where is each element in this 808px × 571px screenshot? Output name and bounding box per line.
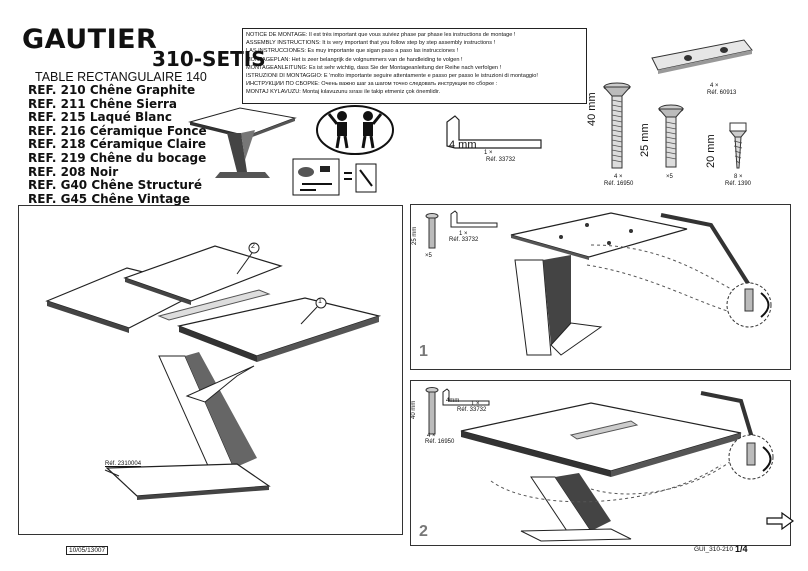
step-2-bolt-icon <box>425 387 439 435</box>
bolt25-dim: 25 mm <box>639 123 651 157</box>
step1-key-qty: 1 × <box>459 231 468 237</box>
model-title: 310-SETIS <box>152 47 266 71</box>
notice-line: MONTAGEPLAN: Het is zeer belangrijk de v… <box>246 56 463 63</box>
step2-key-qty: 1 × <box>471 401 480 407</box>
step1-bolt-dim: 25 mm <box>412 226 418 245</box>
hex-key-ref: Réf. 33732 <box>486 157 516 163</box>
step2-bolt-qty: 4 × <box>427 433 436 439</box>
bolt-25mm-icon <box>657 104 685 168</box>
ref-item: REF. G40 Chêne Structuré <box>28 178 202 193</box>
step1-bolt-qty: ×5 <box>425 253 432 259</box>
hex-key-qty: 1 × <box>484 150 493 156</box>
ref-item: REF. G45 Chêne Vintage <box>28 191 190 206</box>
bolt40-qty: 4 × <box>614 174 623 180</box>
footer-date-box: 10/05/13007 <box>66 546 109 555</box>
table-preview-illustration <box>188 107 297 178</box>
screw20-qty: 8 × <box>734 174 743 180</box>
step1-key-ref: Réf. 33732 <box>449 237 479 243</box>
brand-logo: GAUTIER <box>22 24 158 55</box>
callout-2: 2 <box>251 243 255 250</box>
notice-line: ASSEMBLY INSTRUCTIONS: It is very import… <box>246 40 496 47</box>
step-1-tabletop-leg-drawing <box>510 212 772 356</box>
step-2-hex-key-icon <box>442 388 490 406</box>
hex-key-hardware-icon <box>446 115 542 149</box>
wood-screw-icon <box>728 122 748 169</box>
bolt40-ref: Réf. 16950 <box>604 181 634 187</box>
tools-icon <box>292 158 377 196</box>
plate-ref: Réf. 60913 <box>707 90 737 96</box>
step-1-number: 1 <box>419 343 428 360</box>
connecting-plate-icon <box>651 39 753 74</box>
plate-qty: 4 × <box>710 83 719 89</box>
notice-line: ISTRUZIONI DI MONTAGGIO: E 'molto import… <box>246 73 538 80</box>
step2-bolt-ref: Réf. 16950 <box>425 439 455 445</box>
ref-item: REF. 215 Laqué Blanc <box>28 110 173 125</box>
step-2-table-assembly-drawing <box>460 391 774 542</box>
step-2-number: 2 <box>419 523 428 540</box>
notice-box: NOTICE DE MONTAGE: Il est très important… <box>242 28 587 104</box>
footer-code: 007 <box>94 547 106 554</box>
step-1-bolt-icon <box>425 213 439 249</box>
reference-list: REF. 210 Chêne Graphite REF. 211 Chêne S… <box>28 83 207 206</box>
exploded-view-panel: 2 1 Réf. 2310004 <box>18 205 403 535</box>
screw20-dim: 20 mm <box>705 134 717 168</box>
notice-line: NOTICE DE MONTAGE: Il est très important… <box>246 32 516 38</box>
ref-item: REF. 219 Chêne du bocage <box>28 150 207 165</box>
step-2-panel: 40 mm 4 × Réf. 16950 4mm 1 × Réf. 33732 … <box>410 380 791 546</box>
step2-bolt-dim: 40 mm <box>411 400 417 419</box>
bolt40-dim: 40 mm <box>586 92 598 126</box>
bolt25-qty: ×5 <box>666 174 673 180</box>
callout-1: 1 <box>318 298 322 305</box>
notice-line: ИНСТРУКЦИИ ПО СБОРКЕ: Очень важно шаг за… <box>246 81 498 88</box>
base-ref-label: Réf. 2310004 <box>105 461 142 467</box>
step-1-panel: 25 mm ×5 1 × Réf. 33732 1 <box>410 204 791 370</box>
hex-key-dim: 4 mm <box>449 139 477 151</box>
footer-date: 10/05/13 <box>69 547 95 554</box>
ref-item: REF. 218 Céramique Claire <box>28 137 207 152</box>
screw20-ref: Réf. 1390 <box>725 181 752 187</box>
step-1-hex-key-icon <box>450 210 498 228</box>
ref-item: REF. 211 Chêne Sierra <box>28 96 178 111</box>
subtitle: TABLE RECTANGULAIRE 140 <box>35 70 207 84</box>
footer-doc-code: GUI_310-210 <box>694 546 734 553</box>
exploded-table-drawing <box>45 242 382 500</box>
ref-item: REF. 208 Noir <box>28 164 119 179</box>
ref-item: REF. 216 Céramique Foncé <box>28 123 207 138</box>
notice-line: LAS INSTRUCCIONES: Es muy importante que… <box>246 48 459 55</box>
two-person-assembly-icon <box>316 105 394 155</box>
step2-key-ref: Réf. 33732 <box>457 407 487 413</box>
page-number: 1/4 <box>735 544 748 554</box>
notice-line: MONTAJ KYLAVUZU: Montaj kılavuzunu sıras… <box>246 89 441 96</box>
step2-key-dim: 4mm <box>446 398 460 404</box>
notice-line: MONTAGEANLEITUNG: Es ist sehr wichtig, d… <box>246 64 502 71</box>
ref-item: REF. 210 Chêne Graphite <box>28 83 196 97</box>
next-page-arrow-icon[interactable] <box>766 511 795 531</box>
bolt-40mm-icon <box>602 82 632 169</box>
